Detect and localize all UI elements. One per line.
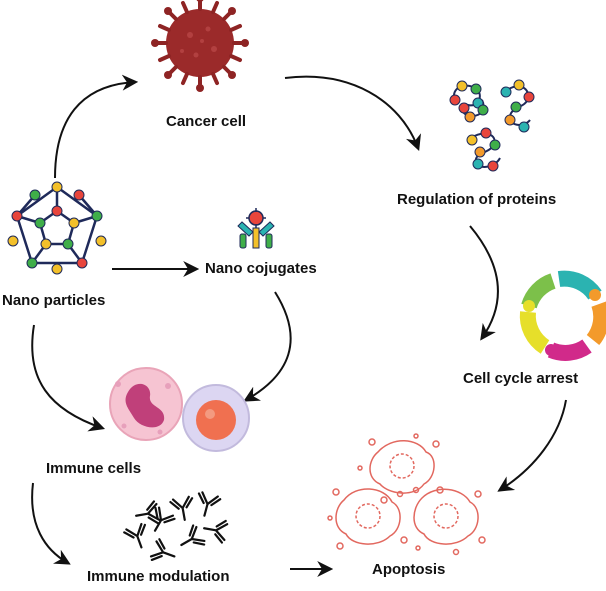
arrows — [31, 74, 567, 577]
label-immune-cells: Immune cells — [46, 460, 142, 477]
label-nano-particles: Nano particles — [2, 292, 106, 309]
label-apoptosis: Apoptosis — [372, 561, 446, 578]
arrow-cancer-to-regulation — [284, 75, 421, 151]
arrow-immune-to-modulation — [31, 482, 71, 565]
arrow-nano-to-immune — [31, 324, 106, 432]
label-cancer-cell: Cancer cell — [166, 113, 247, 130]
label-nano-cojugates: Nano cojugates — [205, 260, 317, 277]
apoptotic-cells-icon — [327, 433, 486, 556]
cancer-cell-icon — [151, 0, 249, 92]
nanoparticle-icon — [7, 181, 107, 275]
arrow-cojugates-to-immune — [243, 291, 292, 402]
label-immune-modulation: Immune modulation — [87, 568, 230, 585]
protein-chains-icon — [449, 79, 535, 172]
cell-cycle-ring-icon — [519, 270, 606, 361]
label-regulation-of-proteins: Regulation of proteins — [397, 191, 557, 208]
arrow-cellcycle-to-apoptosis — [497, 399, 567, 492]
arrow-regulation-to-cellcycle — [469, 225, 499, 341]
immune-cells-icon — [109, 367, 250, 452]
label-cell-cycle-arrest: Cell cycle arrest — [463, 370, 579, 387]
antibodies-icon — [123, 491, 229, 562]
antibody-conjugate-icon — [237, 208, 275, 249]
arrow-nano-to-cancer — [54, 74, 139, 179]
